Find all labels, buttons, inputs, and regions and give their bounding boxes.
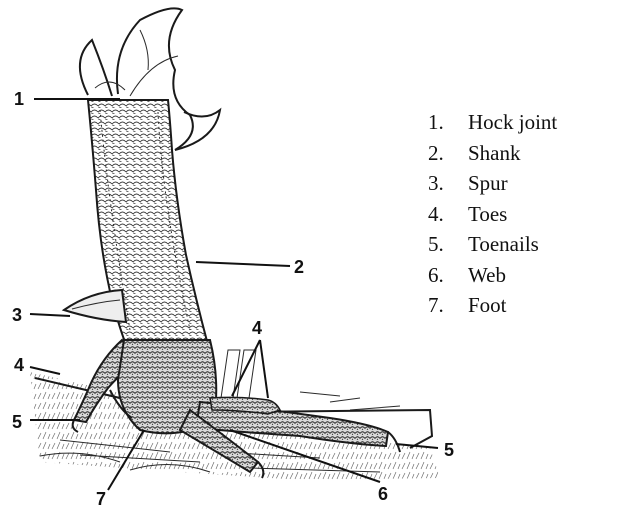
legend-item: 5.Toenails bbox=[428, 229, 557, 260]
callout-5-left: 5 bbox=[12, 412, 22, 432]
legend-item: 4.Toes bbox=[428, 199, 557, 230]
callout-7: 7 bbox=[96, 489, 106, 508]
parts-legend: 1.Hock joint 2.Shank 3.Spur 4.Toes 5.Toe… bbox=[428, 107, 557, 321]
callout-1: 1 bbox=[14, 89, 24, 109]
callout-5-right: 5 bbox=[444, 440, 454, 460]
spur bbox=[64, 290, 126, 322]
callout-3: 3 bbox=[12, 305, 22, 325]
legend-item: 1.Hock joint bbox=[428, 107, 557, 138]
legend-item: 6.Web bbox=[428, 260, 557, 291]
callout-4-left: 4 bbox=[14, 355, 24, 375]
callout-2: 2 bbox=[294, 257, 304, 277]
legend-item: 2.Shank bbox=[428, 138, 557, 169]
legend-item: 3.Spur bbox=[428, 168, 557, 199]
callout-4-right: 4 bbox=[252, 318, 262, 338]
legend-item: 7.Foot bbox=[428, 290, 557, 321]
callout-6: 6 bbox=[378, 484, 388, 504]
